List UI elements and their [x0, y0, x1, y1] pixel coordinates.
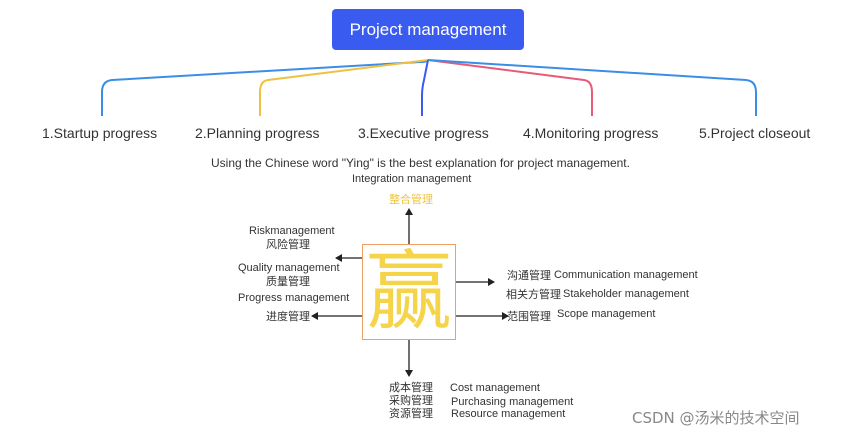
- branch-startup-label[interactable]: 1.Startup progress: [42, 125, 158, 141]
- resource-cn-label: 资源管理: [389, 407, 433, 420]
- resource-en-label: Resource management: [451, 408, 566, 420]
- scope-en-label: Scope management: [557, 308, 656, 320]
- progress-cn-label: 进度管理: [266, 310, 310, 323]
- stakeholder-cn-label: 相关方管理: [506, 288, 561, 301]
- caption-text: Using the Chinese word "Ying" is the bes…: [211, 156, 630, 170]
- branch-line-planning: [259, 59, 429, 116]
- branch-line-executive: [421, 59, 429, 116]
- branch-line-monitoring: [427, 59, 593, 116]
- ying-character: 赢: [366, 242, 452, 342]
- cost-cn-label: 成本管理: [389, 381, 433, 394]
- root-node-label: Project management: [349, 19, 507, 39]
- integration-en-label: Integration management: [352, 173, 472, 185]
- risk-cn-label: 风险管理: [266, 238, 310, 251]
- branch-line-startup: [101, 59, 429, 116]
- branch-planning-label[interactable]: 2.Planning progress: [195, 125, 320, 141]
- quality-en-label: Quality management: [238, 262, 340, 274]
- purchasing-cn-label: 采购管理: [389, 394, 433, 407]
- quality-cn-label: 质量管理: [266, 275, 310, 288]
- communication-cn-label: 沟通管理: [507, 269, 551, 282]
- branch-closeout-label[interactable]: 5.Project closeout: [699, 125, 811, 141]
- integration-cn-label: 整合管理: [389, 193, 433, 206]
- communication-en-label: Communication management: [554, 269, 698, 281]
- scope-cn-label: 范围管理: [507, 310, 551, 323]
- root-node[interactable]: Project management: [332, 9, 524, 50]
- ying-character-box: 赢: [362, 244, 456, 340]
- branch-executive-label[interactable]: 3.Executive progress: [358, 125, 489, 141]
- purchasing-en-label: Purchasing management: [451, 396, 574, 408]
- watermark-text: CSDN @汤米的技术空间: [632, 409, 800, 427]
- branch-line-closeout: [427, 59, 757, 116]
- stakeholder-en-label: Stakeholder management: [563, 288, 689, 300]
- progress-en-label: Progress management: [238, 292, 350, 304]
- risk-en-label: Riskmanagement: [249, 225, 335, 237]
- cost-en-label: Cost management: [450, 382, 540, 394]
- branch-monitoring-label[interactable]: 4.Monitoring progress: [523, 125, 659, 141]
